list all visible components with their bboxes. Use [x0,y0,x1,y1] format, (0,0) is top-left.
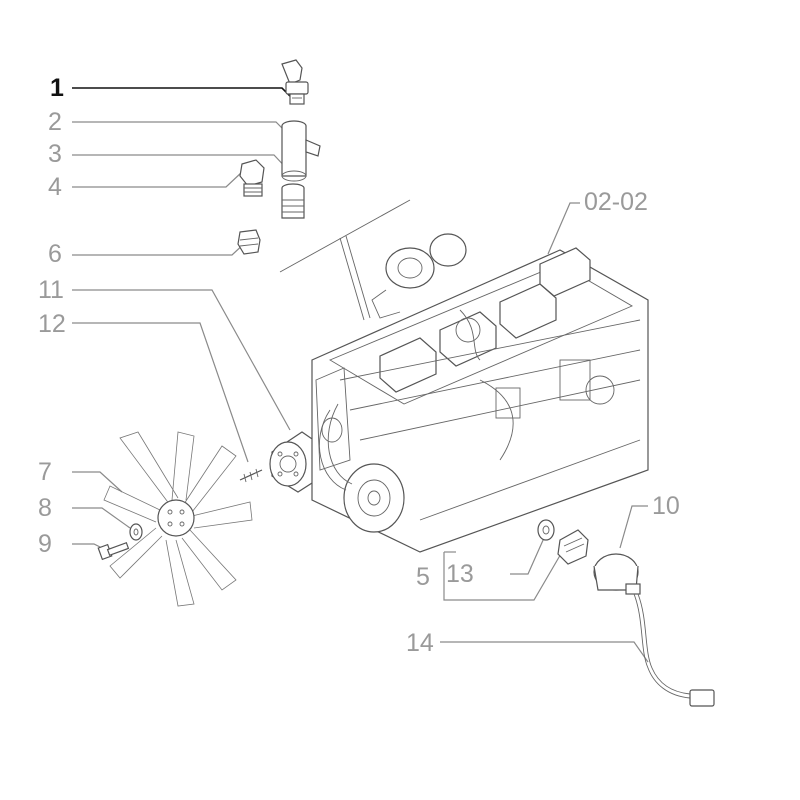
part-3-nipple[interactable] [281,183,305,219]
part-9-bolt[interactable] [97,541,130,561]
leader-7 [72,471,123,493]
label-12[interactable]: 12 [38,310,66,338]
label-14[interactable]: 14 [406,629,434,657]
leader-13 [510,537,545,575]
leader-5-bracket [443,551,563,601]
leader-2 [72,121,293,139]
part-1-sensor[interactable] [281,59,309,105]
leader-6 [72,241,247,256]
label-10[interactable]: 10 [652,492,680,520]
label-6[interactable]: 6 [48,240,62,268]
label-13[interactable]: 13 [446,560,474,588]
part-6-plug[interactable] [237,229,261,255]
leader-lines [72,87,649,663]
leader-10 [619,505,648,549]
part-14-cable[interactable] [633,593,715,707]
label-3[interactable]: 3 [48,140,62,168]
label-02-02[interactable]: 02-02 [584,188,648,216]
label-8[interactable]: 8 [38,494,52,522]
label-2[interactable]: 2 [48,108,62,136]
leader-02-02 [547,202,580,255]
part-10-switch[interactable] [593,553,641,595]
part-4-sender[interactable] [239,159,265,197]
leader-11 [72,289,291,431]
part-5-adaptor[interactable] [557,529,589,565]
engine-assembly[interactable] [279,199,649,553]
leader-4 [72,171,243,188]
part-2-fitting[interactable] [281,120,321,182]
part-13-washer[interactable] [537,519,555,541]
leader-8 [72,507,131,529]
leader-1 [72,87,297,103]
part-7-fan[interactable] [103,431,253,607]
label-9[interactable]: 9 [38,530,52,558]
label-7[interactable]: 7 [38,458,52,486]
label-11[interactable]: 11 [38,276,64,304]
part-12-stud[interactable] [239,468,263,483]
leader-14 [440,641,649,663]
label-4[interactable]: 4 [48,173,62,201]
leader-12 [72,322,249,463]
label-1[interactable]: 1 [50,74,64,102]
part-8-washer[interactable] [129,523,143,541]
label-5[interactable]: 5 [416,563,430,591]
